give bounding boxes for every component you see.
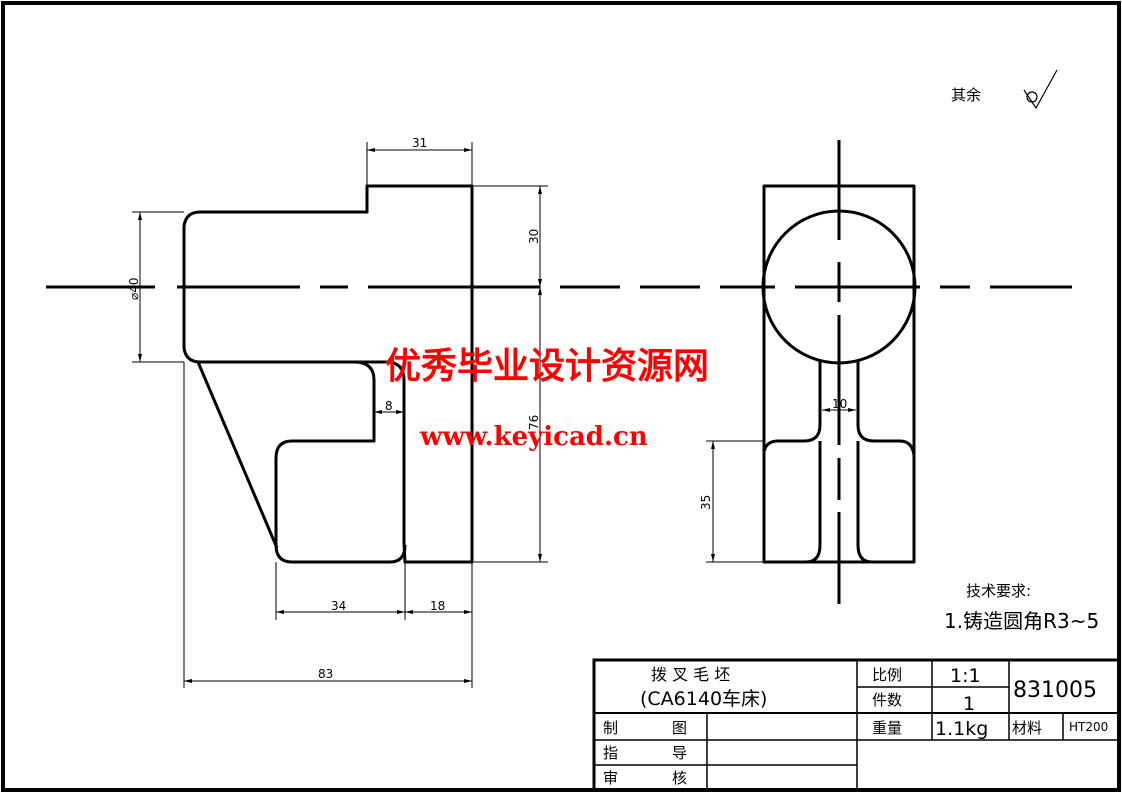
tech-req-heading: 技术要求: [966,582,1031,600]
dim-diameter: ⌀40 [127,278,141,301]
dim-overall-width: 83 [318,667,333,681]
part-subtitle: (CA6140车床) [640,688,767,710]
dim-total-height: 76 [527,415,541,430]
role-advisor-left: 指 [603,744,618,762]
part-name: 拨 叉 毛 坯 [651,665,730,684]
dim-upper-height: 30 [527,229,541,244]
scale-value: 1:1 [950,665,981,687]
weight-label: 重量 [872,719,902,737]
material-label: 材料 [1012,719,1042,737]
side-view [761,184,917,564]
role-drafter-left: 制 [603,719,618,737]
surface-roughness-icon [1023,69,1058,110]
title-block [592,658,1121,792]
role-advisor-right: 导 [672,744,687,762]
dim-rib-gap: 8 [385,399,393,413]
scale-label: 比例 [872,666,902,684]
dim-bottom-left: 34 [331,599,346,613]
front-view [182,184,474,564]
side-view-dimensions [706,409,856,563]
front-view-dimensions [132,142,548,688]
dim-slot-width: 10 [832,397,847,411]
surface-note: 其余 [951,86,981,104]
role-reviewer-left: 审 [603,769,618,787]
dim-slot-height: 35 [699,495,713,510]
role-drafter-right: 图 [672,719,687,737]
dim-bottom-right: 18 [430,599,445,613]
weight-value: 1.1kg [935,718,988,740]
tech-req-item-1: 1.铸造圆角R3~5 [944,609,1099,633]
material-value: HT200 [1069,720,1108,734]
drawing-number: 831005 [1013,678,1097,703]
watermark-title: 优秀毕业设计资源网 [385,345,709,387]
qty-label: 件数 [872,691,902,709]
dim-top-width: 31 [412,136,427,150]
watermark-url: www.keyicad.cn [419,422,648,452]
role-reviewer-right: 核 [672,769,687,787]
qty-value: 1 [963,693,975,715]
arrowheads [138,148,856,683]
